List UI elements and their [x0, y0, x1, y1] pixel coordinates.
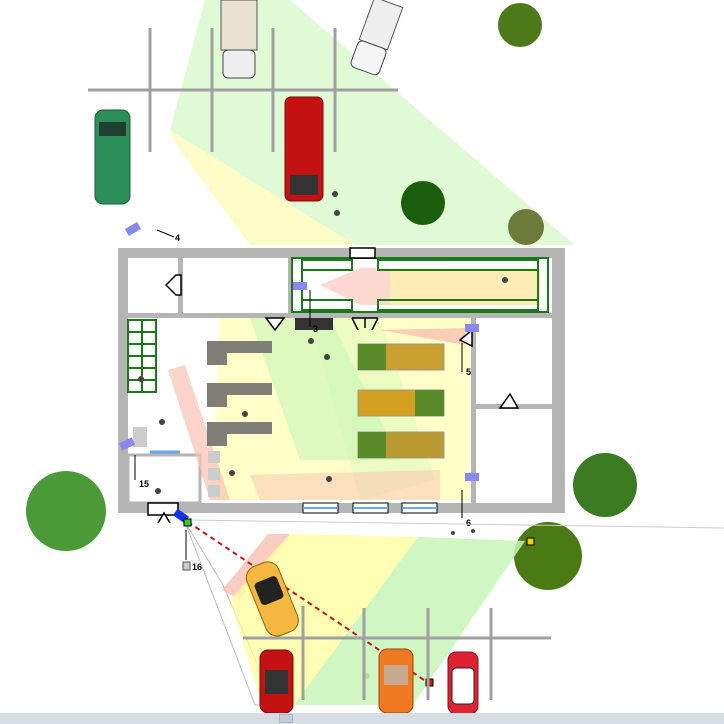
tree-icon: [514, 522, 582, 590]
horizontal-scrollbar[interactable]: [0, 713, 724, 724]
coverage-zone-top-yellow: [170, 130, 355, 245]
car-icon: [284, 96, 324, 202]
car-icon: [220, 0, 258, 79]
car-icon: [447, 651, 479, 713]
camera-icon[interactable]: [124, 222, 142, 236]
parking-lines-top: [88, 28, 398, 152]
boundary-line: [189, 519, 724, 529]
marker-icon[interactable]: [183, 518, 192, 527]
counter-dark: [295, 318, 333, 330]
checkout-counter: [207, 341, 272, 446]
camera-leader-line: [156, 229, 175, 238]
car-icon: [378, 648, 414, 713]
tree-icon: [26, 471, 106, 551]
camera-label-3: 3: [313, 324, 318, 334]
tree-icon: [401, 181, 445, 225]
display-box: [133, 427, 220, 497]
car-icon: [94, 109, 131, 205]
marker-icon[interactable]: [182, 561, 191, 571]
camera-leader-line: [134, 290, 463, 560]
camera-label-6: 6: [466, 518, 471, 528]
camera-label-4: 4: [175, 233, 180, 243]
car-icon: [245, 561, 299, 637]
tree-icon: [573, 453, 637, 517]
produce-display: [357, 343, 445, 459]
coverage-zone-top-green: [170, 0, 575, 245]
room: [126, 453, 202, 505]
camera-label-16: 16: [192, 562, 202, 572]
coverage-zone-storage-yellow: [390, 268, 540, 305]
window-icon: [302, 502, 438, 514]
car-icon: [350, 0, 404, 76]
shelf-icon: [291, 257, 549, 313]
tree-icon: [498, 3, 542, 47]
parking-lines-bottom: [243, 606, 551, 700]
car-icon: [259, 649, 294, 713]
marker-icon[interactable]: [526, 537, 535, 546]
room: [476, 318, 552, 404]
scrollbar-thumb[interactable]: [279, 714, 293, 723]
room: [183, 258, 288, 313]
coverage-zone-indoor-red: [380, 328, 465, 345]
camera-line-of-sight: [187, 521, 431, 685]
coverage-zone-indoor-red: [168, 365, 230, 500]
door-icon[interactable]: [147, 247, 520, 524]
coverage-zone-bottom-green: [294, 537, 525, 705]
tree-icon: [508, 209, 544, 245]
room: [476, 409, 552, 503]
coverage-zone-indoor-red: [250, 470, 440, 500]
camera-label-5: 5: [466, 367, 471, 377]
camera-label-15: 15: [139, 479, 149, 489]
coverage-zone-indoor-green: [250, 318, 400, 460]
